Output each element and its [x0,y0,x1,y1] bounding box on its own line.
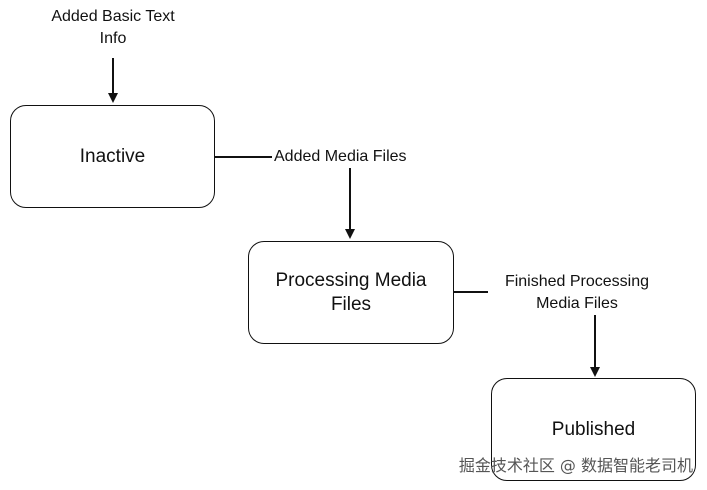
state-published: Published [491,378,696,481]
watermark: 掘金技术社区 @ 数据智能老司机 [458,456,693,475]
transition-to-processing-line [215,156,355,239]
state-inactive-label: Inactive [79,145,146,167]
state-processing-media-files: Processing Media Files [248,241,454,344]
state-processing-label: Processing Media Files [275,269,427,315]
to-published-transition-label: Finished Processing Media Files [488,271,666,315]
start-transition-text: Added Basic Text Info [51,8,175,47]
to-published-transition-text: Finished Processing Media Files [504,273,650,312]
to-processing-transition-text: Added Media Files [274,148,407,165]
state-published-label: Published [551,418,636,440]
to-processing-transition-label: Added Media Files [272,146,409,168]
state-inactive: Inactive [10,105,215,208]
start-transition-label: Added Basic Text Info [40,6,186,50]
